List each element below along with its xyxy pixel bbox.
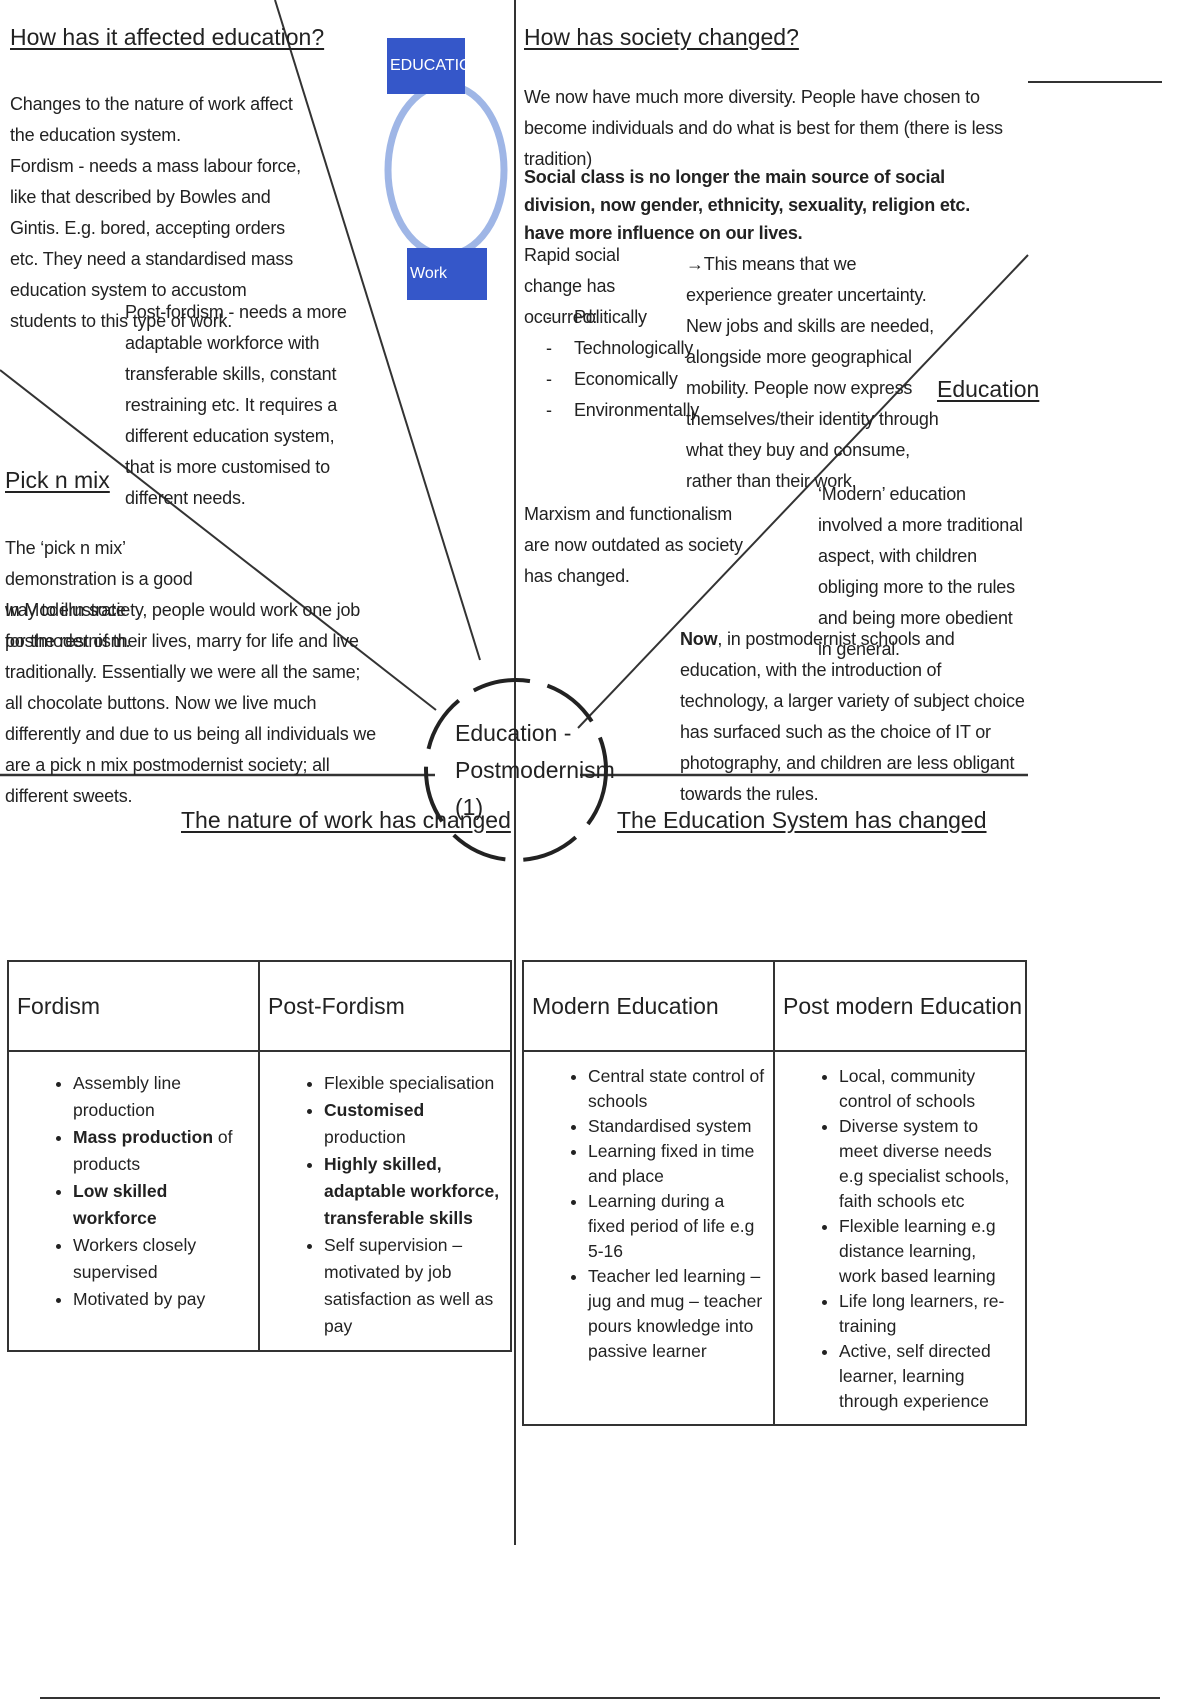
list-item: Self supervision – motivated by job sati…	[324, 1232, 502, 1340]
list-item: Active, self directed learner, learning …	[839, 1339, 1017, 1414]
table-row: Assembly line productionMass production …	[7, 1050, 512, 1352]
education-heading: Education	[937, 376, 1040, 402]
postmodern-education-header: Post modern Education	[773, 960, 1027, 1052]
list-item: Learning fixed in time and place	[588, 1139, 765, 1189]
spoke-top-left	[274, 0, 481, 661]
fordism-cell: Assembly line productionMass production …	[7, 1050, 260, 1352]
list-item: Flexible specialisation	[324, 1070, 502, 1097]
center-title-line1: Education -	[455, 720, 572, 746]
postmodern-education-cell: Local, community control of schoolsDiver…	[773, 1050, 1027, 1426]
affected-education-p1: Changes to the nature of work affect the…	[10, 94, 293, 145]
cycle-education-label: EDUCATION	[387, 38, 483, 94]
center-title-line2: Postmodernism	[455, 757, 615, 783]
postmodern-education-text: Now, in postmodernist schools and educat…	[680, 624, 1030, 810]
rapid-change-item: Economically	[546, 364, 686, 395]
spoke-left	[0, 369, 437, 711]
list-item: Customised production	[324, 1097, 502, 1151]
list-item: Workers closely supervised	[73, 1232, 250, 1286]
rapid-change-item: Environmentally	[546, 395, 699, 426]
postfordism-header: Post-Fordism	[258, 960, 512, 1052]
fordism-list: Assembly line productionMass production …	[17, 1070, 250, 1313]
pick-n-mix-heading: Pick n mix	[5, 467, 110, 493]
center-title: Education - Postmodernism (1)	[455, 715, 615, 826]
cycle-work-label: Work	[407, 248, 487, 300]
table-row: Central state control of schoolsStandard…	[522, 1050, 1027, 1426]
cycle-work-text: Work	[410, 265, 448, 282]
postfordism-list: Flexible specialisationCustomised produc…	[268, 1070, 502, 1340]
list-item: Mass production of products	[73, 1124, 250, 1178]
now-rest-text: , in postmodernist schools and education…	[680, 629, 1025, 804]
modern-education-cell: Central state control of schoolsStandard…	[522, 1050, 775, 1426]
society-changed-p2: Social class is no longer the main sourc…	[524, 167, 971, 243]
list-item: Assembly line production	[73, 1070, 250, 1124]
outdated-text: Marxism and functionalism are now outdat…	[524, 504, 743, 586]
spoke-right	[577, 254, 1029, 729]
list-item: Highly skilled, adaptable workforce, tra…	[324, 1151, 502, 1232]
society-changed-heading: How has society changed?	[524, 24, 799, 50]
cycle-ring	[384, 81, 508, 259]
list-item: Diverse system to meet diverse needs e.g…	[839, 1114, 1017, 1214]
work-comparison-table: Fordism Post-Fordism Assembly line produ…	[7, 960, 512, 1352]
rapid-change-item: Politically	[546, 302, 686, 333]
postmodern-education-list: Local, community control of schoolsDiver…	[783, 1064, 1017, 1414]
affected-education-p2: Fordism - needs a mass labour force, lik…	[10, 156, 301, 331]
list-item: Low skilled workforce	[73, 1178, 250, 1232]
table-header-row: Fordism Post-Fordism	[7, 960, 512, 1052]
modern-education-text: ‘Modern’ education involved a more tradi…	[818, 484, 1023, 659]
list-item: Flexible learning e.g distance learning,…	[839, 1214, 1017, 1289]
rapid-change-item: Technologically	[546, 333, 693, 364]
list-item: Central state control of schools	[588, 1064, 765, 1114]
modern-education-list: Central state control of schoolsStandard…	[532, 1064, 765, 1364]
postfordism-cell: Flexible specialisationCustomised produc…	[258, 1050, 512, 1352]
rapid-change-list: Politically Technologically Economically…	[546, 302, 699, 426]
education-changed-heading: The Education System has changed	[617, 807, 987, 833]
pick-n-mix-p1: The ‘pick n mix’ demonstration is a good…	[5, 538, 193, 651]
modern-education-header: Modern Education	[522, 960, 775, 1052]
list-item: Learning during a fixed period of life e…	[588, 1189, 765, 1264]
center-title-line3: (1)	[455, 794, 484, 820]
affected-education-p3: Post-fordism - needs a more adaptable wo…	[125, 302, 347, 508]
fordism-header: Fordism	[7, 960, 260, 1052]
list-item: Local, community control of schools	[839, 1064, 1017, 1114]
education-comparison-table: Modern Education Post modern Education C…	[522, 960, 1027, 1426]
work-changed-heading: The nature of work has changed	[181, 807, 511, 833]
cycle-education-text: EDUCATION	[390, 57, 484, 74]
list-item: Standardised system	[588, 1114, 765, 1139]
society-changed-p1: We now have much more diversity. People …	[524, 87, 1003, 169]
now-bold-word: Now	[680, 629, 718, 649]
affected-education-heading: How has it affected education?	[10, 24, 325, 50]
table-header-row: Modern Education Post modern Education	[522, 960, 1027, 1052]
pick-n-mix-p2: In Modern society, people would work one…	[5, 600, 376, 806]
uncertainty-text: →This means that we experience greater u…	[686, 254, 939, 491]
list-item: Teacher led learning – jug and mug – tea…	[588, 1264, 765, 1364]
list-item: Motivated by pay	[73, 1286, 250, 1313]
list-item: Life long learners, re-training	[839, 1289, 1017, 1339]
center-circle	[424, 678, 608, 862]
